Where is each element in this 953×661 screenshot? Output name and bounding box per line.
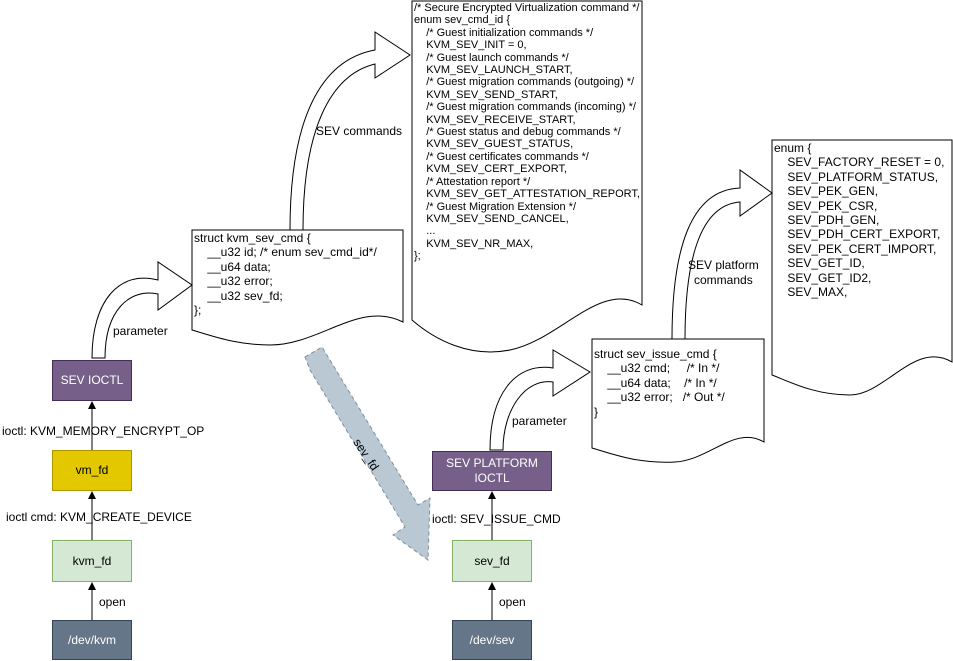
enum-line: KVM_SEV_LAUNCH_START, [414,64,573,77]
sev-ioctl-node: SEV IOCTL [52,360,132,401]
enum-line: /* Guest status and debug commands */ [414,126,621,139]
dev-sev-node: /dev/sev [452,620,532,660]
struct-line: __u32 id; /* enum sev_cmd_id*/ [194,245,377,260]
platform-enum-line: enum { [774,141,812,155]
platform-enum-line: SEV_PDH_CERT_EXPORT, [774,227,941,242]
platform-enum-line: SEV_GET_ID2, [774,270,872,285]
encrypt-op-label: ioctl: KVM_MEMORY_ENCRYPT_OP [2,424,205,438]
platform-enum-doc-shape [771,139,953,396]
enum-line: /* Guest migration commands (outgoing) *… [414,76,635,89]
sev-fd-text: sev_fd [474,553,510,568]
enum-line: }; [414,250,421,263]
kvm-sev-cmd-struct: struct kvm_sev_cmd { __u32 id; /* enum s… [194,231,377,317]
struct-line: }; [194,303,202,318]
dev-sev-text: /dev/sev [469,632,515,647]
open-label-left: open [99,595,126,609]
enum-line: /* Guest certificates commands */ [414,150,589,163]
kvm-fd-text: kvm_fd [72,553,112,568]
sev-commands-curved-arrow [289,31,411,231]
sev-ioctl-text: SEV IOCTL [60,373,124,387]
enum-line: /* Guest Migration Extension */ [414,200,577,213]
sev-fd-node: sev_fd [452,540,532,582]
enum-line: KVM_SEV_SEND_CANCEL, [414,212,569,225]
enum-line: KVM_SEV_SEND_START, [414,88,558,101]
enum-line: KVM_SEV_INIT = 0, [414,39,527,52]
issue-struct-line: __u64 data; /* In */ [594,375,717,390]
create-device-label: ioctl cmd: KVM_CREATE_DEVICE [6,510,192,524]
platform-commands-curved-arrow [671,169,773,340]
sev-cmd-id-doc-shape [411,0,643,353]
issue-struct-line: struct sev_issue_cmd { [594,347,717,361]
parameter-curved-arrow-left [91,261,193,359]
platform-enum-line: SEV_PEK_GEN, [774,184,879,199]
kvm-sev-cmd-doc-shape [191,229,404,346]
enum-line: KVM_SEV_NR_MAX, [414,237,534,250]
dev-kvm-node: /dev/kvm [52,620,132,660]
enum-line: /* Guest launch commands */ [414,51,569,64]
platform-enum-line: SEV_PEK_CSR, [774,198,878,213]
sev-commands-label: SEV commands [316,124,403,138]
platform-commands-label: SEV platform commands [688,258,759,287]
open-label-right: open [499,595,526,609]
issue-struct-line: } [594,404,599,419]
platform-enum-line: SEV_MAX, [774,285,848,300]
sev-platform-ioctl-text: SEV PLATFORM IOCTL [446,456,538,485]
issue-struct-line: __u32 error; /* Out */ [594,390,725,405]
sev-fd-dashed-arrow [304,346,431,561]
enum-line: KVM_SEV_RECEIVE_START, [414,113,576,126]
dev-kvm-text: /dev/kvm [67,632,116,647]
struct-line: struct kvm_sev_cmd { [194,231,311,245]
struct-line: __u32 error; [194,274,273,289]
enum-line: /* Guest initialization commands */ [414,26,594,39]
enum-line: /* Attestation report */ [414,175,531,188]
enum-line: KVM_SEV_CERT_EXPORT, [414,163,568,176]
issue-struct-line: __u32 cmd; /* In */ [594,361,720,376]
enum-line: ... [414,225,436,238]
platform-enum-line: SEV_PEK_CERT_IMPORT, [774,241,937,256]
kvm-fd-node: kvm_fd [52,540,132,582]
struct-line: __u32 sev_fd; [194,288,283,303]
enum-line: KVM_SEV_GET_ATTESTATION_REPORT, [414,188,640,201]
platform-enum-line: SEV_PLATFORM_STATUS, [774,169,939,184]
parameter-curved-arrow-right [489,349,591,451]
vm-fd-node: vm_fd [52,450,132,491]
enum-line: /* Guest migration commands (incoming) *… [414,101,636,114]
vm-fd-text: vm_fd [75,463,109,477]
platform-enum: enum { SEV_FACTORY_RESET = 0, SEV_PLATFO… [774,141,944,299]
platform-enum-line: SEV_FACTORY_RESET = 0, [774,155,945,170]
sev-issue-cmd-doc-shape [591,338,765,463]
enum-line: /* Secure Encrypted Virtualization comma… [414,2,640,14]
parameter-label-right: parameter [512,414,567,428]
parameter-label-left: parameter [113,324,168,338]
struct-line: __u64 data; [194,259,271,274]
enum-line: KVM_SEV_GUEST_STATUS, [414,138,574,151]
platform-enum-line: SEV_PDH_GEN, [774,213,880,228]
sev-issue-cmd-struct: struct sev_issue_cmd { __u32 cmd; /* In … [594,347,725,419]
issue-cmd-label: ioctl: SEV_ISSUE_CMD [432,512,561,526]
platform-enum-line: SEV_GET_ID, [774,256,865,271]
sev-cmd-id-enum: /* Secure Encrypted Virtualization comma… [414,2,640,263]
sev-platform-ioctl-node: SEV PLATFORM IOCTL [432,451,552,491]
enum-line: enum sev_cmd_id { [414,14,510,27]
